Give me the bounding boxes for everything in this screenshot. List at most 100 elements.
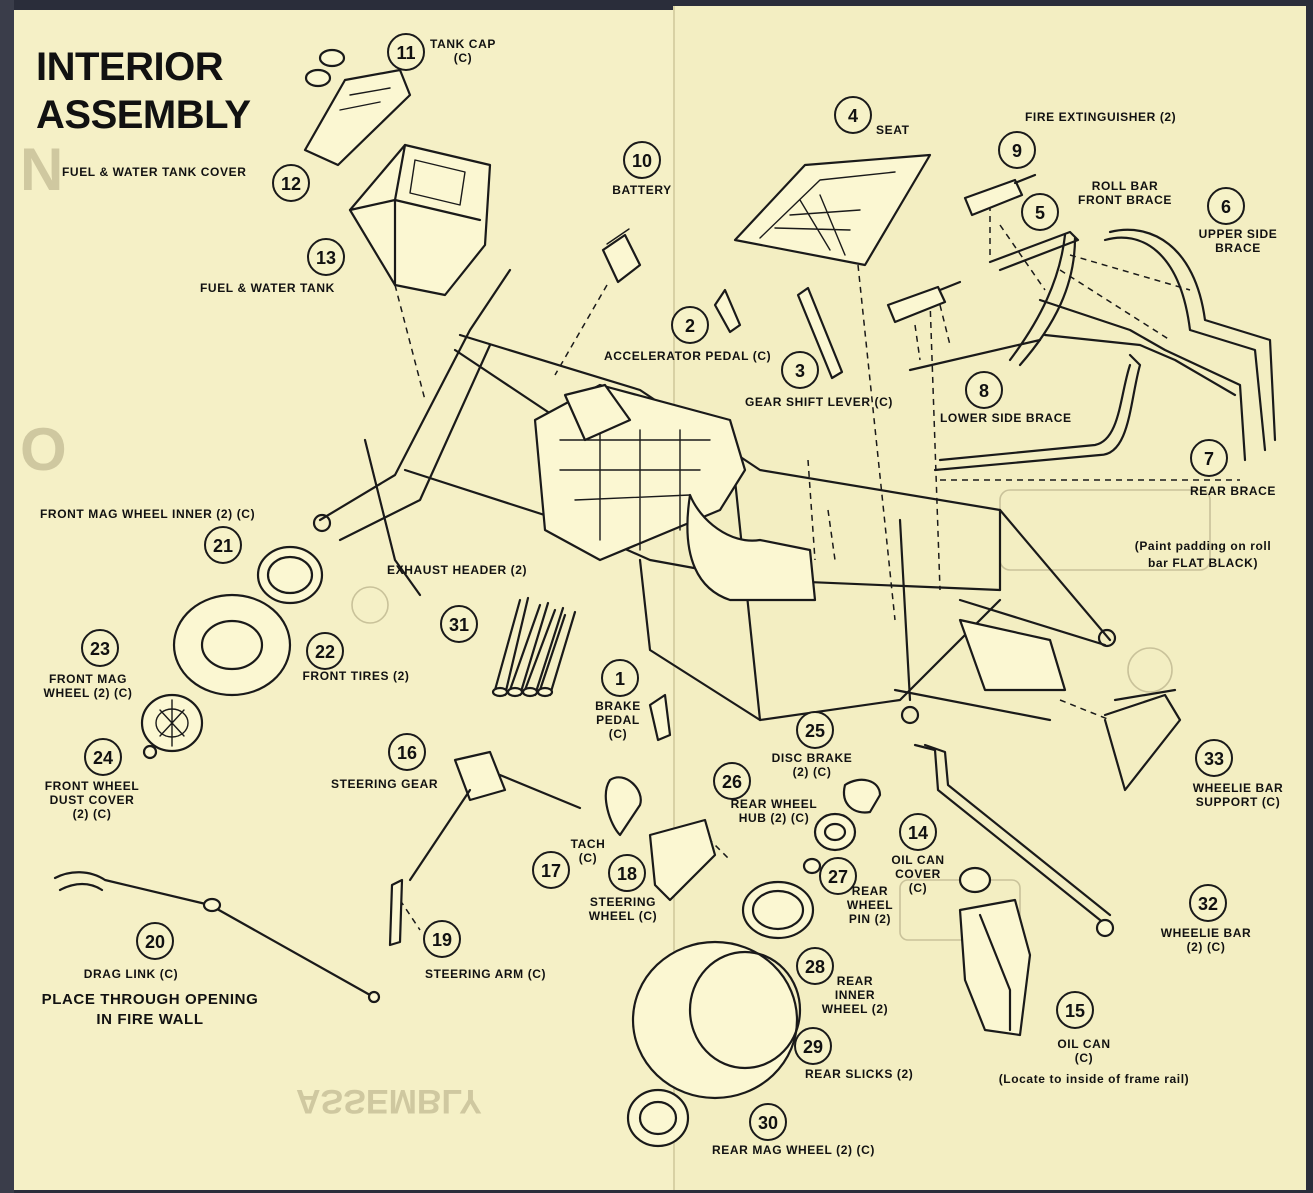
svg-text:ASSEMBLY: ASSEMBLY — [296, 1082, 482, 1120]
callout-part-12: 12 FUEL & WATER TANK COVER — [62, 164, 310, 202]
part-label: FIRE EXTINGUISHER (2) — [1025, 110, 1176, 124]
part-label: (C) — [1075, 1051, 1093, 1065]
part-label: WHEEL — [847, 898, 893, 912]
callout-number: 13 — [316, 248, 336, 268]
callout-number: 32 — [1198, 894, 1218, 914]
part-label: FUEL & WATER TANK — [200, 281, 335, 295]
callout-circle — [1021, 193, 1059, 231]
callout-circle — [819, 857, 857, 895]
exhaust-header-drawing — [491, 596, 577, 698]
roll-bar-paint-note: bar FLAT BLACK) — [1148, 556, 1258, 570]
part-label: REAR — [837, 974, 873, 988]
callout-number: 24 — [93, 748, 113, 768]
part-label: STEERING GEAR — [331, 777, 438, 791]
part-label: FRONT WHEEL — [45, 779, 140, 793]
part-label: SEAT — [876, 123, 910, 137]
drag-link-drawing — [53, 871, 381, 1004]
callout-circle — [306, 632, 344, 670]
part-label: TACH — [571, 837, 606, 851]
callout-number: 4 — [848, 106, 858, 126]
seat-drawing — [733, 153, 932, 267]
callout-number: 20 — [145, 932, 165, 952]
callout-circle — [272, 164, 310, 202]
callout-circle — [601, 659, 639, 697]
callout-number: 25 — [805, 721, 825, 741]
callout-number: 21 — [213, 536, 233, 556]
part-label: REAR SLICKS (2) — [805, 1067, 913, 1081]
part-label: OIL CAN — [891, 853, 944, 867]
callout-circle — [136, 922, 174, 960]
callout-number: 15 — [1065, 1001, 1085, 1021]
part-label: PEDAL — [596, 713, 640, 727]
part-label: SUPPORT (C) — [1196, 795, 1281, 809]
part-label: (C) — [454, 51, 472, 65]
part-label: GEAR SHIFT LEVER (C) — [745, 395, 893, 409]
paper-left-page — [14, 10, 674, 1190]
part-label: HUB (2) (C) — [739, 811, 810, 825]
callout-circle — [796, 947, 834, 985]
part-label: STEERING ARM (C) — [425, 967, 546, 981]
callout-circle — [671, 306, 709, 344]
callout-circle — [899, 813, 937, 851]
callout-circle — [1195, 739, 1233, 777]
callout-circle — [608, 854, 646, 892]
part-label: FRONT MAG WHEEL INNER (2) (C) — [40, 507, 255, 521]
assembly-guide-lines — [359, 199, 1240, 931]
svg-text:N: N — [20, 136, 63, 203]
callout-circle — [307, 238, 345, 276]
callout-circle — [440, 605, 478, 643]
part-label: INNER — [835, 988, 875, 1002]
oil-can-drawing — [958, 866, 1032, 1037]
callout-number: 3 — [795, 361, 805, 381]
callout-circle — [84, 738, 122, 776]
part-label: FUEL & WATER TANK COVER — [62, 165, 246, 179]
front-wheel-drawing — [140, 545, 324, 760]
callout-circle — [834, 96, 872, 134]
callout-number: 33 — [1204, 749, 1224, 769]
callout-part-21: 21 FRONT MAG WHEEL INNER (2) (C) — [40, 507, 255, 564]
callout-circle — [532, 851, 570, 889]
part-label: FRONT BRACE — [1078, 193, 1172, 207]
callout-circle — [81, 629, 119, 667]
part-label: EXHAUST HEADER (2) — [387, 563, 527, 577]
part-label: LOWER SIDE BRACE — [940, 411, 1072, 425]
battery-drawing — [601, 228, 642, 284]
part-label: (2) (C) — [73, 807, 112, 821]
steering-parts-drawing — [388, 750, 717, 947]
part-label: WHEEL (C) — [589, 909, 658, 923]
callout-number: 23 — [90, 639, 110, 659]
drag-link-note: PLACE THROUGH OPENING — [42, 991, 259, 1008]
callout-circle — [1189, 884, 1227, 922]
callout-circle — [713, 762, 751, 800]
callout-number: 9 — [1012, 141, 1022, 161]
part-label: BATTERY — [612, 183, 672, 197]
fuel-tank-drawing — [348, 143, 492, 297]
wheelie-bar-drawing — [913, 688, 1182, 938]
part-label: (C) — [909, 881, 927, 895]
callout-number: 10 — [632, 151, 652, 171]
part-label: PIN (2) — [849, 912, 891, 926]
callout-number: 30 — [758, 1113, 778, 1133]
callout-number: 12 — [281, 174, 301, 194]
part-label: BRACE — [1215, 241, 1261, 255]
callout-number: 18 — [617, 864, 637, 884]
callout-circle — [387, 33, 425, 71]
part-label: WHEEL (2) — [822, 1002, 889, 1016]
